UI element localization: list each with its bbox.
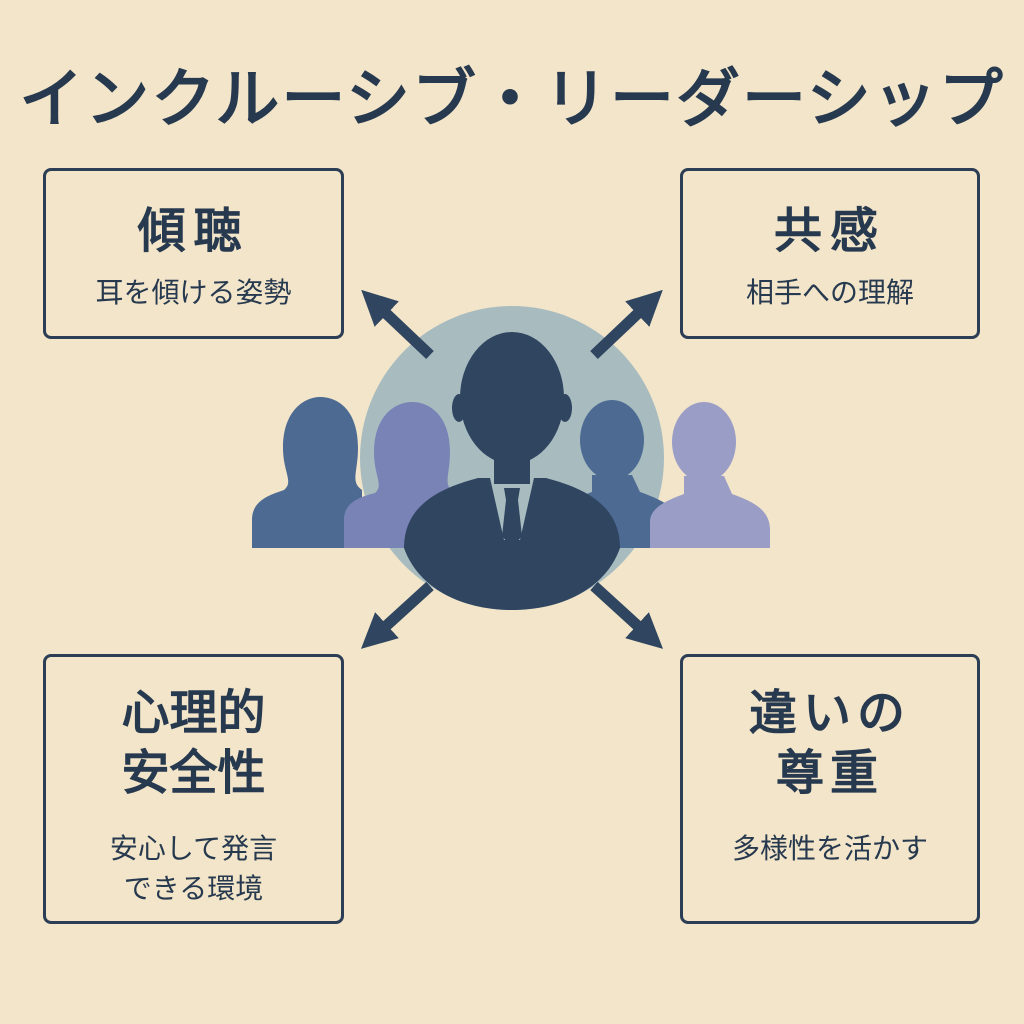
arrow-icon: [590, 581, 664, 649]
card-listening: 傾聴 耳を傾ける姿勢: [43, 168, 344, 339]
card-heading: 違いの 尊重: [748, 685, 911, 801]
arrow-icon: [361, 289, 434, 359]
team-member-icon: [252, 397, 362, 548]
diagram-title: インクルーシブ・リーダーシップ: [19, 63, 1005, 137]
card-heading: 傾聴: [137, 203, 250, 259]
card-description: 耳を傾ける姿勢: [95, 276, 292, 309]
arrow-icon: [590, 289, 663, 359]
card-description: 相手への理解: [745, 276, 914, 309]
card-heading: 心理的 安全性: [121, 685, 266, 801]
card-description: 多様性を活かす: [731, 832, 928, 865]
card-description: 安心して発言 できる環境: [109, 832, 278, 905]
arrow-icon: [360, 581, 434, 649]
card-respect-differences: 違いの 尊重 多様性を活かす: [680, 654, 980, 924]
team-member-icon: [650, 402, 770, 548]
card-psychological-safety: 心理的 安全性 安心して発言 できる環境: [43, 654, 344, 924]
leader-icon: [404, 332, 620, 610]
card-heading: 共感: [773, 203, 886, 259]
card-empathy: 共感 相手への理解: [680, 168, 980, 339]
